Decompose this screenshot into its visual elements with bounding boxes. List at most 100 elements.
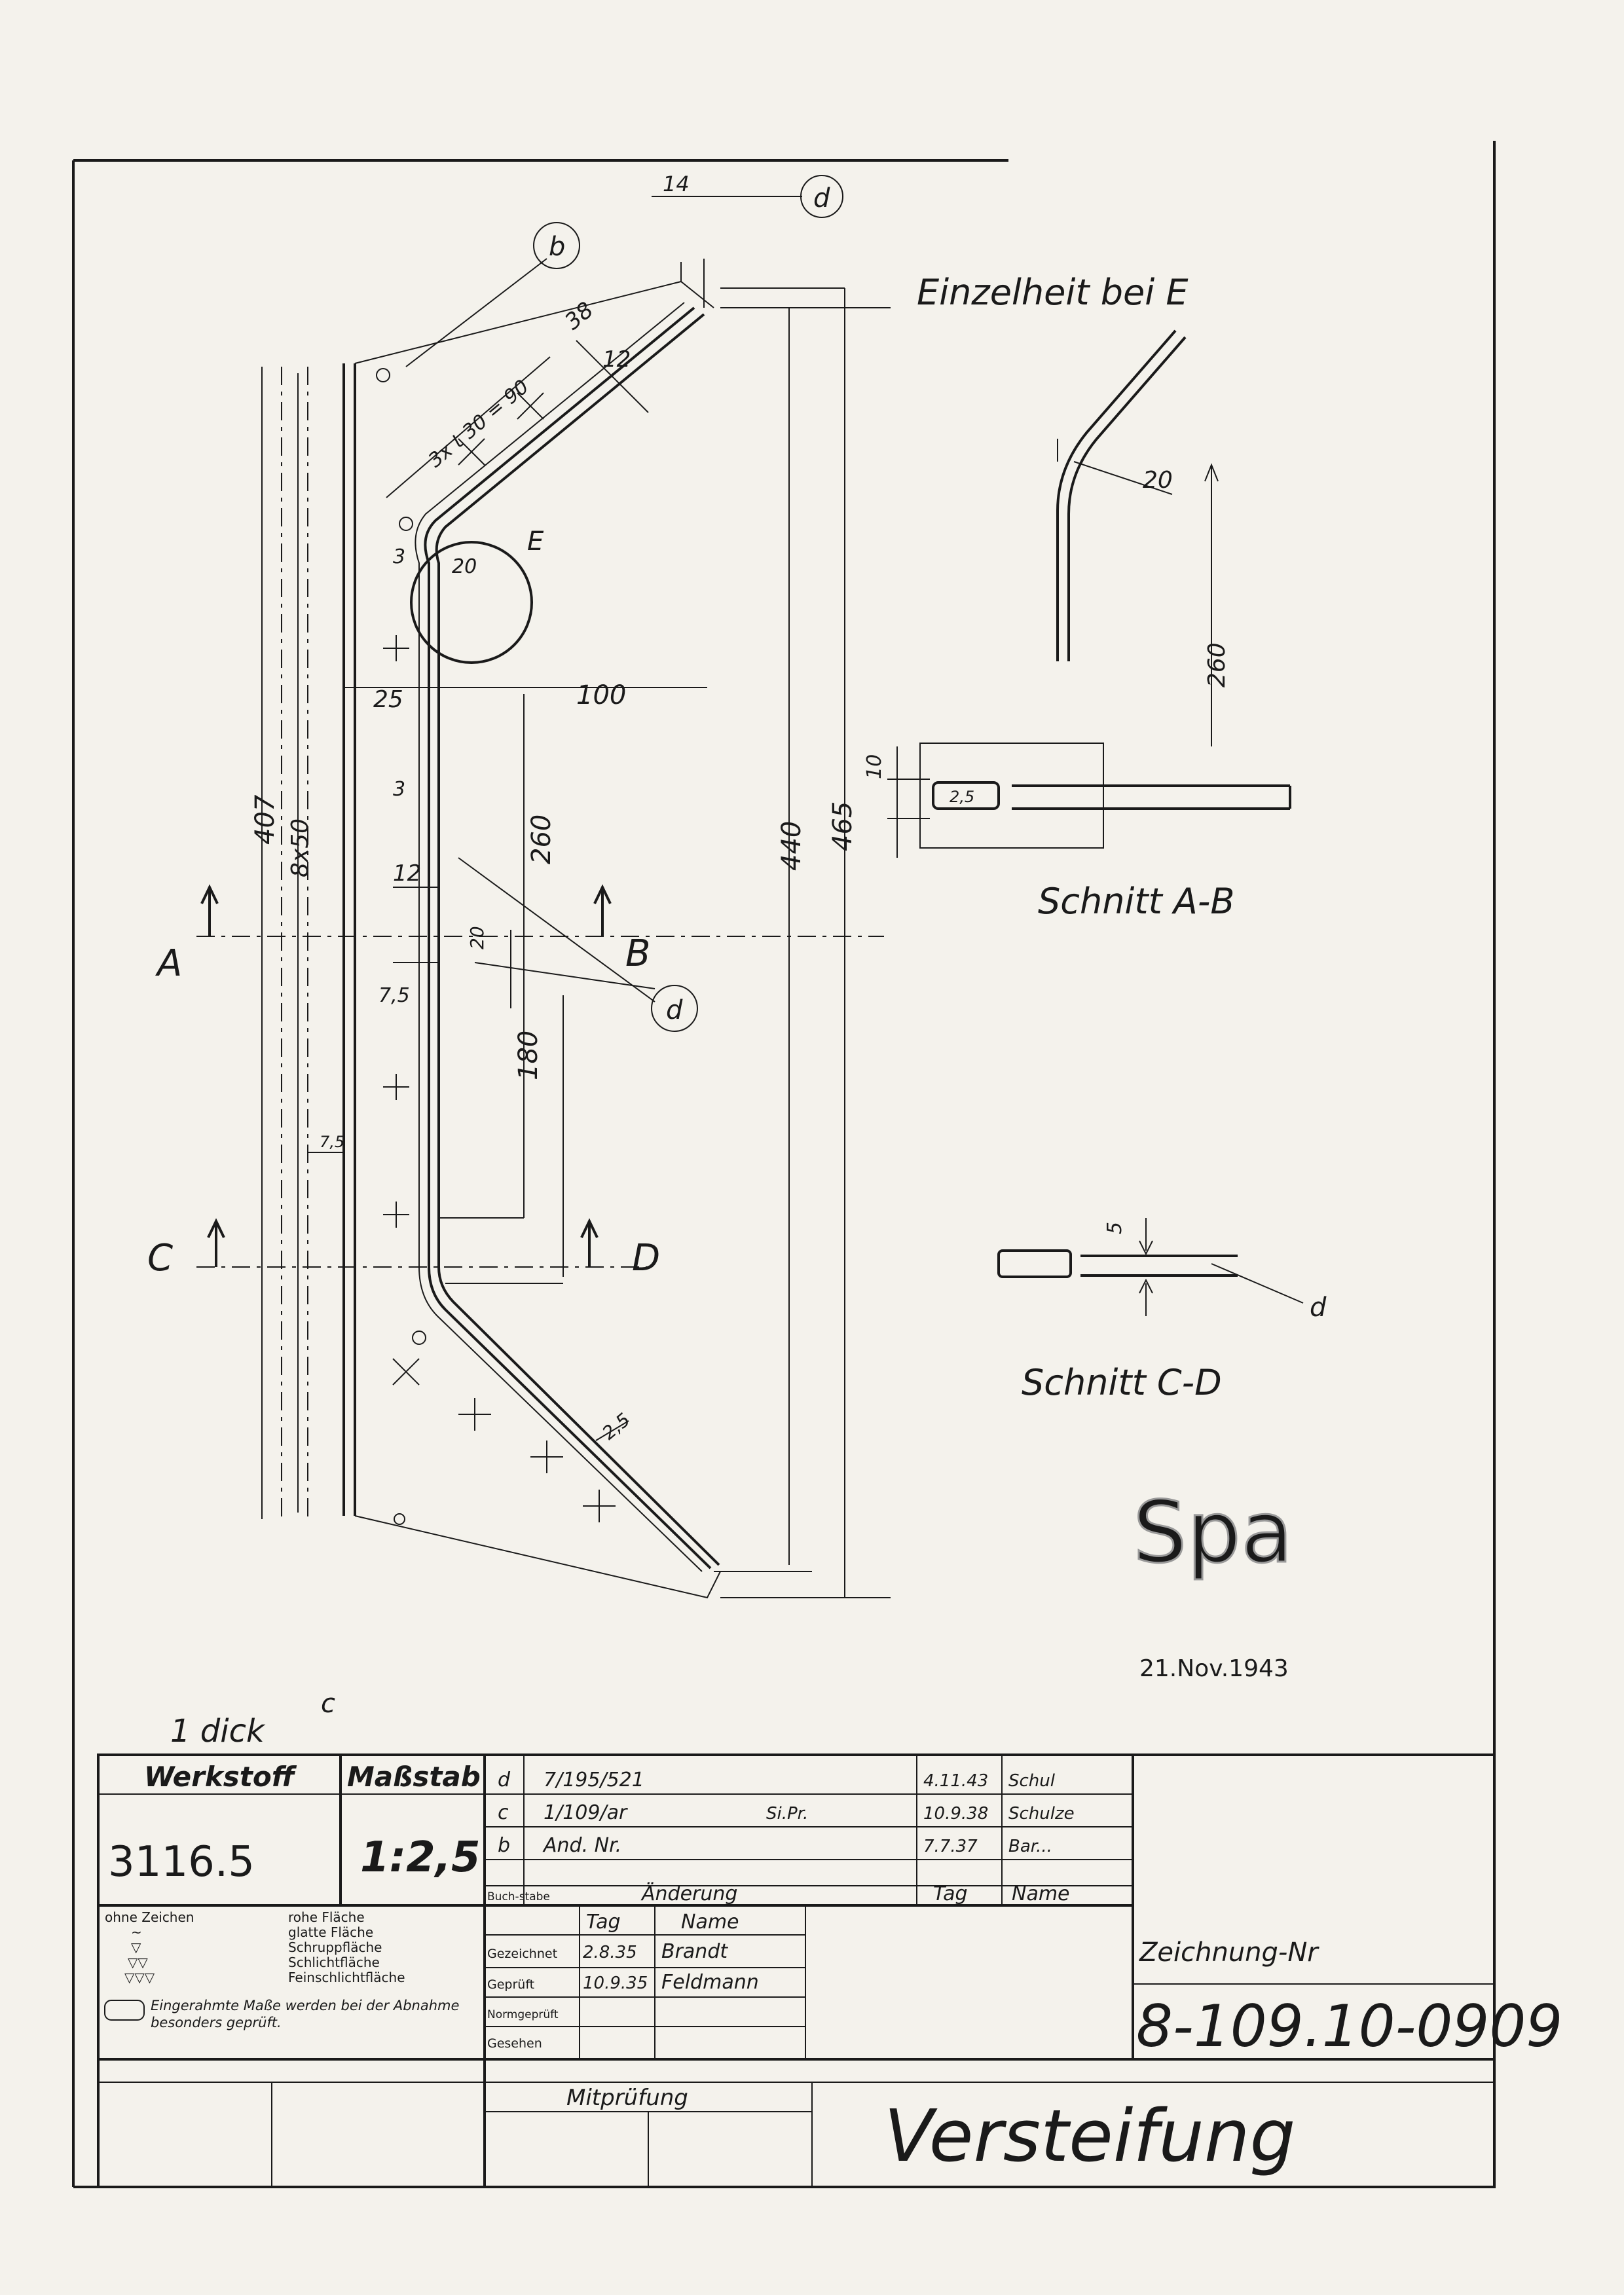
section-ab-view: [887, 743, 1291, 858]
material-header: Werkstoff: [144, 1761, 297, 1793]
dim-7-5-low: 7,5: [320, 1133, 344, 1151]
drawing-no: 8-109.10-0909: [1136, 1992, 1562, 2060]
dim-14: 14: [663, 172, 690, 196]
detail-e-circle: [410, 541, 533, 664]
section-ab-label: Schnitt A-B: [1038, 881, 1234, 922]
revision-table: d 7/195/521 4.11.43 Schul c 1/109/ar Si.…: [487, 1769, 1075, 1905]
rev-col-name: Name: [1012, 1882, 1070, 1905]
detail-dim-260: 260: [1204, 642, 1230, 688]
section-marker-a: A: [155, 942, 182, 985]
rev-change: 7/195/521: [544, 1769, 644, 1791]
bubble-letter-d-low: d: [1310, 1293, 1327, 1323]
dim-2-5: 2,5: [598, 1408, 634, 1444]
sign-date: 10.9.35: [583, 1974, 648, 1993]
dim-3-top: 3: [393, 545, 405, 568]
legend-symbol: ohne Zeichen: [105, 1909, 194, 1925]
dim-12-top: 12: [602, 346, 631, 373]
inspection-note: Eingerahmte Maße werden bei der Abnahme …: [151, 1998, 460, 2030]
legend-text: Feinschlichtfläche: [288, 1970, 405, 1985]
rev-letter: d: [498, 1769, 511, 1791]
surface-legend: ohne Zeichen rohe Fläche ~ glatte Fläche…: [104, 1909, 460, 2030]
section-marker-c: C: [147, 1237, 173, 1279]
section-marker-d: D: [632, 1237, 660, 1279]
bubble-letter-c: c: [321, 1689, 335, 1719]
bubble-letter-d-top: d: [813, 183, 830, 213]
dim-radius-20: 20: [452, 555, 477, 578]
legend-text: glatte Fläche: [288, 1924, 373, 1940]
rev-col-change: Änderung: [640, 1882, 737, 1905]
dim-25: 25: [373, 686, 403, 713]
sec-ab-dim-2-5: 2,5: [950, 788, 974, 806]
rev-col-date: Tag: [933, 1882, 968, 1905]
legend-text: rohe Fläche: [288, 1909, 365, 1925]
legend-text: Schlichtfläche: [288, 1955, 380, 1970]
scale-header: Maßstab: [347, 1761, 481, 1793]
rev-date: 4.11.43: [923, 1771, 988, 1791]
mitpruefung-label: Mitprüfung: [566, 2085, 688, 2111]
dim-100: 100: [576, 680, 626, 710]
dim-12-mid: 12: [393, 860, 421, 887]
date-stamp: 21.Nov.1943: [1139, 1655, 1289, 1682]
rev-change: 1/109/ar: [544, 1801, 628, 1824]
dim-407: 407: [250, 794, 280, 845]
sign-role: Gezeichnet: [487, 1947, 557, 1961]
sign-role: Gesehen: [487, 2036, 542, 2051]
sec-cd-dim-5: 5: [1103, 1222, 1126, 1234]
detail-e-view: [1056, 329, 1219, 746]
dim-3-mid: 3: [393, 778, 405, 801]
dim-7-5-mid: 7,5: [378, 984, 410, 1007]
section-cd-label: Schnitt C-D: [1022, 1362, 1222, 1403]
section-marker-b: B: [625, 932, 650, 975]
legend-symbol: ~: [131, 1924, 142, 1940]
thickness-note: 1 dick: [170, 1713, 266, 1750]
dim-260: 260: [526, 815, 557, 864]
dim-440: 440: [777, 821, 807, 871]
signature-table: Tag Name Gezeichnet 2.8.35 Brandt Geprüf…: [487, 1911, 759, 2051]
dim-8x50: 8x50: [287, 818, 314, 877]
sign-date: 2.8.35: [583, 1943, 637, 1962]
sec-ab-dim-10: 10: [863, 754, 886, 779]
rev-name: Schulze: [1008, 1804, 1075, 1824]
sign-name: Feldmann: [661, 1971, 759, 1994]
sign-name: Brandt: [661, 1940, 728, 1963]
dim-180: 180: [513, 1031, 544, 1080]
sign-role: Geprüft: [487, 1977, 534, 1992]
revision-bubble-b: [533, 222, 580, 269]
rev-date: 10.9.38: [923, 1804, 988, 1824]
legend-symbol: ▽▽▽: [124, 1970, 155, 1985]
detail-e-label: Einzelheit bei E: [917, 272, 1189, 313]
legend-symbol: ▽▽: [128, 1955, 148, 1970]
bubble-letter-d-mid: d: [666, 995, 683, 1025]
rev-name: Bar...: [1008, 1837, 1052, 1856]
scale-value: 1:2,5: [360, 1833, 481, 1882]
sign-header-date: Tag: [586, 1911, 621, 1934]
rev-col-letter: Buch-stabe: [487, 1890, 550, 1903]
detail-dim-20: 20: [1143, 467, 1173, 494]
rev-extra: Si.Pr.: [766, 1804, 808, 1824]
rev-date: 7.7.37: [923, 1837, 978, 1856]
dim-465: 465: [828, 801, 858, 851]
watermark-stamp: Spa: [1133, 1482, 1293, 1582]
section-cd-view: [997, 1218, 1238, 1316]
detail-marker-e: E: [527, 526, 544, 557]
rev-letter: b: [498, 1834, 510, 1857]
drawing-title: Versteifung: [884, 2094, 1295, 2178]
dim-38: 38: [560, 297, 599, 335]
dim-20-mid: 20: [466, 926, 488, 949]
drawing-no-label: Zeichnung-Nr: [1139, 1937, 1320, 1968]
rev-letter: c: [498, 1801, 509, 1824]
rev-change: And. Nr.: [542, 1834, 621, 1857]
revision-bubble-d-top: [800, 175, 843, 218]
rev-name: Schul: [1008, 1771, 1056, 1791]
sign-header-name: Name: [681, 1911, 739, 1934]
legend-text: Schruppfläche: [288, 1939, 382, 1955]
part-view: [196, 175, 1304, 1599]
sheet-border: [72, 141, 1496, 2188]
bubble-letter-b: b: [549, 232, 565, 262]
title-block-grid: [97, 1753, 1496, 2188]
revision-bubble-d-mid: [651, 985, 698, 1032]
legend-symbol: ▽: [131, 1939, 141, 1955]
dim-pitch: 3x t 30 = 90: [424, 375, 534, 472]
material-value: 3116.5: [108, 1838, 255, 1886]
